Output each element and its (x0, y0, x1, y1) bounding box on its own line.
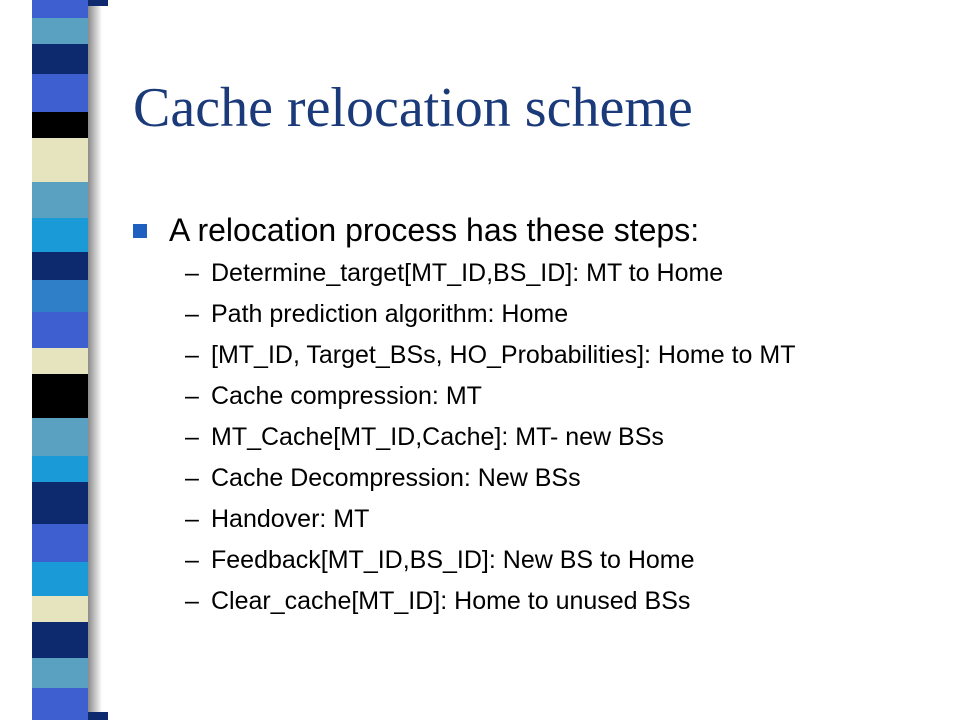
step-text: Handover: MT (211, 505, 370, 533)
stripe-block (32, 0, 88, 18)
main-bullet-text: A relocation process has these steps: (169, 212, 700, 248)
step-item: –MT_Cache[MT_ID,Cache]: MT- new BSs (185, 423, 905, 451)
stripe-block (32, 688, 88, 720)
stripe-block (32, 44, 88, 74)
step-item: –Path prediction algorithm: Home (185, 300, 905, 328)
dash-bullet: – (185, 464, 199, 492)
stripe-block (32, 418, 88, 456)
stripe-block (32, 112, 88, 138)
dash-bullet: – (185, 259, 199, 287)
decorative-stripe-bar (32, 0, 88, 720)
slide-title: Cache relocation scheme (133, 77, 693, 139)
step-text: [MT_ID, Target_BSs, HO_Probabilities]: H… (211, 341, 796, 369)
stripe-block (32, 138, 88, 182)
stripe-block (32, 182, 88, 218)
stripe-block (32, 348, 88, 374)
dash-bullet: – (185, 300, 199, 328)
stripe-block (32, 252, 88, 280)
stripe-block (32, 524, 88, 562)
step-item: –Cache Decompression: New BSs (185, 464, 905, 492)
stripe-block (32, 562, 88, 596)
step-item: –Clear_cache[MT_ID]: Home to unused BSs (185, 587, 905, 615)
stripe-block (32, 622, 88, 658)
stripe-block (32, 482, 88, 524)
dash-bullet: – (185, 382, 199, 410)
stripe-block (32, 74, 88, 112)
step-text: Cache Decompression: New BSs (211, 464, 581, 492)
step-text: Determine_target[MT_ID,BS_ID]: MT to Hom… (211, 259, 724, 287)
step-item: –Feedback[MT_ID,BS_ID]: New BS to Home (185, 546, 905, 574)
step-text: Cache compression: MT (211, 382, 482, 410)
stripe-bottom-cap (88, 712, 108, 720)
dash-bullet: – (185, 341, 199, 369)
stripe-top-cap (88, 0, 108, 6)
step-item: –[MT_ID, Target_BSs, HO_Probabilities]: … (185, 341, 905, 369)
stripe-shadow (88, 0, 102, 720)
step-text: Clear_cache[MT_ID]: Home to unused BSs (211, 587, 691, 615)
stripe-block (32, 456, 88, 482)
square-bullet-icon (133, 223, 147, 238)
stripe-block (32, 596, 88, 622)
stripe-block (32, 374, 88, 418)
step-item: –Determine_target[MT_ID,BS_ID]: MT to Ho… (185, 259, 905, 287)
step-text: Path prediction algorithm: Home (211, 300, 569, 328)
main-bullet: A relocation process has these steps: (133, 212, 699, 249)
stripe-block (32, 18, 88, 44)
dash-bullet: – (185, 587, 199, 615)
stripe-block (32, 312, 88, 348)
stripe-block (32, 658, 88, 688)
dash-bullet: – (185, 423, 199, 451)
stripe-block (32, 280, 88, 312)
step-item: –Cache compression: MT (185, 382, 905, 410)
step-item: –Handover: MT (185, 505, 905, 533)
stripe-block (32, 218, 88, 252)
steps-list: –Determine_target[MT_ID,BS_ID]: MT to Ho… (185, 259, 905, 628)
step-text: Feedback[MT_ID,BS_ID]: New BS to Home (211, 546, 695, 574)
dash-bullet: – (185, 505, 199, 533)
dash-bullet: – (185, 546, 199, 574)
step-text: MT_Cache[MT_ID,Cache]: MT- new BSs (211, 423, 664, 451)
